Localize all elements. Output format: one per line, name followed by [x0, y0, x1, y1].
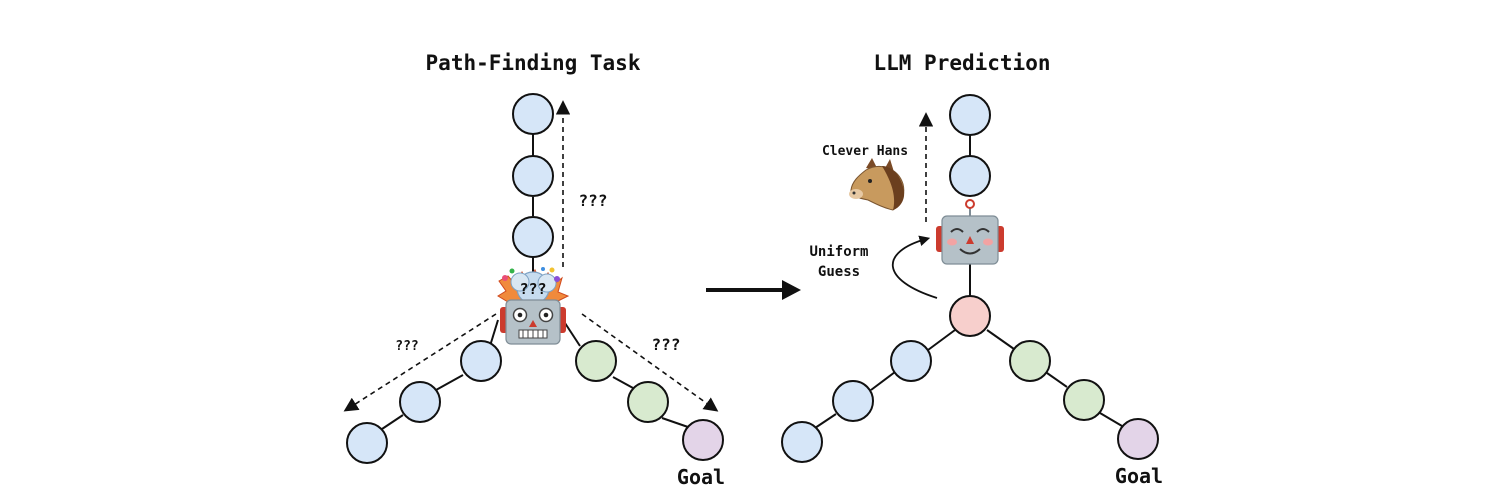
left-downleft-arrow — [343, 313, 497, 412]
right-goal-label: Goal — [1115, 464, 1163, 488]
left-node-bl-2 — [399, 381, 441, 423]
left-downright-label: ??? — [652, 335, 681, 354]
left-node-top-1 — [512, 93, 554, 135]
left-up-label: ??? — [579, 191, 608, 210]
guess-label: Guess — [818, 264, 860, 280]
right-node-current — [949, 295, 991, 337]
right-panel: LLM Prediction Clever Hans Uniform Guess — [781, 51, 1163, 488]
right-node-top-1 — [949, 94, 991, 136]
right-node-bl-1 — [890, 340, 932, 382]
right-node-goal — [1117, 418, 1159, 460]
left-node-bl-1 — [460, 340, 502, 382]
left-node-bl-3 — [346, 422, 388, 464]
uniform-label: Uniform — [809, 244, 868, 260]
right-edges — [814, 135, 1123, 429]
happy-robot-icon — [936, 199, 1004, 265]
robot-confusion-label: ??? — [519, 280, 546, 298]
horse-face-icon — [849, 158, 905, 211]
right-node-bl-3 — [781, 421, 823, 463]
left-downright-arrow — [581, 313, 719, 412]
right-node-bl-2 — [832, 380, 874, 422]
left-node-top-3 — [512, 216, 554, 258]
left-node-top-2 — [512, 155, 554, 197]
right-nodes — [781, 94, 1159, 463]
right-arrow-icon — [706, 280, 801, 300]
left-node-br-2 — [627, 381, 669, 423]
right-title: LLM Prediction — [873, 51, 1050, 75]
exploding-robot-icon: ??? — [497, 267, 570, 345]
clever-hans-label: Clever Hans — [822, 144, 908, 159]
left-node-goal — [682, 419, 724, 461]
left-node-br-1 — [575, 340, 617, 382]
uniform-guess-arrow — [891, 235, 938, 299]
left-title: Path-Finding Task — [426, 51, 641, 75]
right-node-br-1 — [1009, 340, 1051, 382]
right-node-br-2 — [1063, 379, 1105, 421]
left-panel: Path-Finding Task ??? ??? ??? — [343, 51, 725, 489]
left-downleft-label: ??? — [395, 339, 418, 354]
right-node-top-2 — [949, 155, 991, 197]
left-goal-label: Goal — [677, 465, 725, 489]
left-nodes — [346, 93, 724, 464]
